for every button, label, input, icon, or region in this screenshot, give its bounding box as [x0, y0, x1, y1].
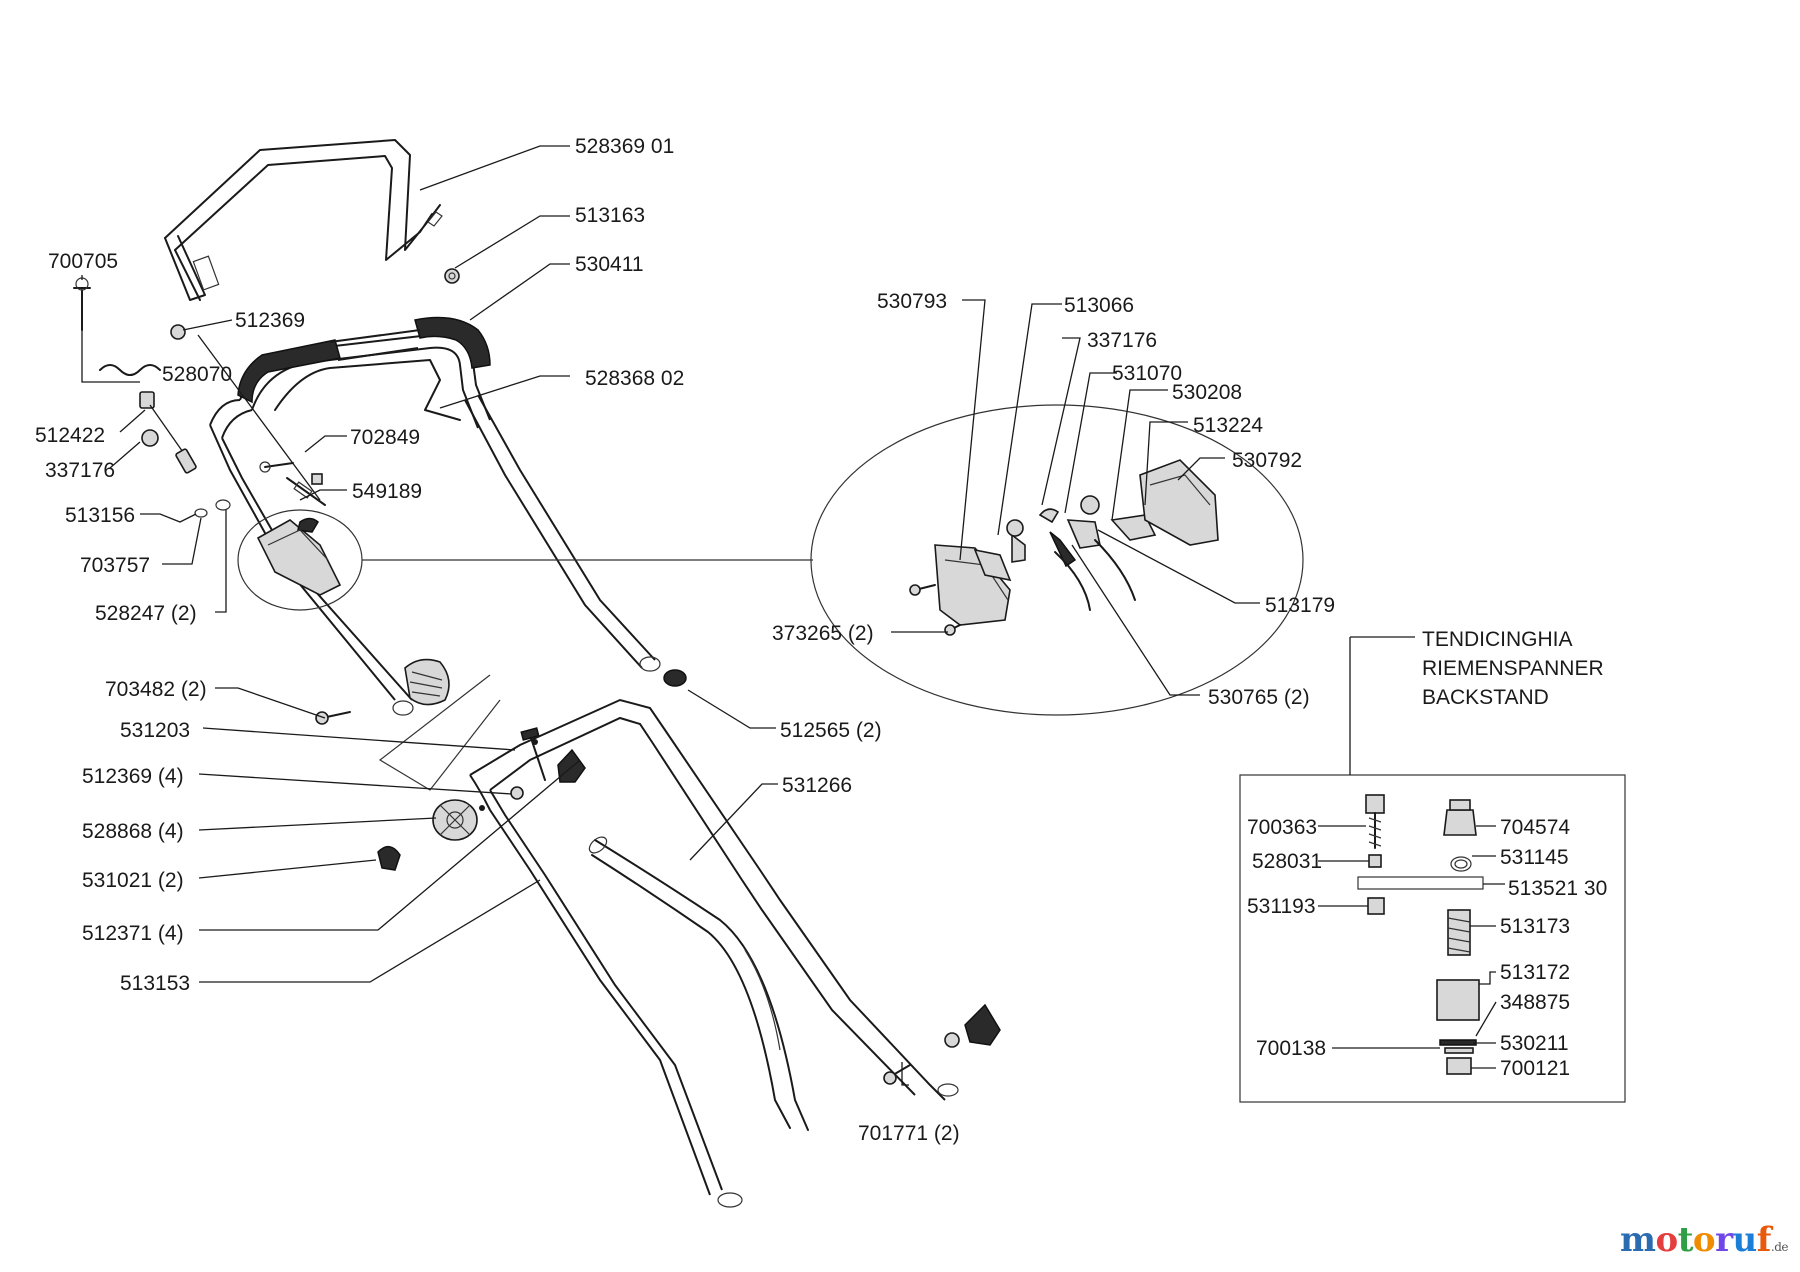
label-531203: 531203	[120, 719, 190, 742]
label-528247: 528247 (2)	[95, 602, 197, 625]
logo-letter: f	[1756, 1220, 1772, 1260]
tensioner-title-line3: BACKSTAND	[1422, 686, 1549, 709]
label-348875: 348875	[1500, 991, 1570, 1014]
label-528868: 528868 (4)	[82, 820, 184, 843]
logo-letter: r	[1715, 1220, 1733, 1260]
label-700705: 700705	[48, 250, 118, 273]
label-531145: 531145	[1500, 846, 1569, 869]
label-700121: 700121	[1500, 1057, 1570, 1080]
tensioner-box-drawing	[1239, 636, 1626, 1103]
label-700138: 700138	[1256, 1037, 1326, 1060]
leader-lines	[81, 145, 1505, 1086]
tensioner-title-line2: RIEMENSPANNER	[1422, 657, 1604, 680]
label-530411: 530411	[575, 253, 644, 276]
label-513224: 513224	[1193, 414, 1263, 437]
label-512565: 512565 (2)	[780, 719, 882, 742]
label-530792: 530792	[1232, 449, 1302, 472]
label-373265: 373265 (2)	[772, 622, 874, 645]
label-528368-02: 528368 02	[585, 367, 684, 390]
label-701771: 701771 (2)	[858, 1122, 960, 1145]
logo-letter: m	[1620, 1220, 1656, 1260]
label-530208: 530208	[1172, 381, 1242, 404]
logo-suffix: .de	[1770, 1240, 1789, 1254]
label-513163: 513163	[575, 204, 645, 227]
label-531193: 531193	[1247, 895, 1316, 918]
motoruf-logo: motoruf.de	[1620, 1220, 1788, 1260]
label-531021: 531021 (2)	[82, 869, 184, 892]
part-labels: 528369 01 513163 530411 700705 512369 52…	[35, 135, 1607, 1145]
label-513173: 513173	[1500, 915, 1570, 938]
label-531266: 531266	[782, 774, 852, 797]
logo-letter: t	[1677, 1220, 1694, 1260]
label-704574: 704574	[1500, 816, 1570, 839]
label-528369-01: 528369 01	[575, 135, 674, 158]
label-513172: 513172	[1500, 961, 1570, 984]
detail-view-drawing	[362, 404, 1304, 716]
label-513156: 513156	[65, 504, 135, 527]
tensioner-title-line1: TENDICINGHIA	[1422, 628, 1573, 651]
label-703482: 703482 (2)	[105, 678, 207, 701]
label-703757: 703757	[80, 554, 150, 577]
logo-letter: o	[1692, 1220, 1716, 1260]
label-531070: 531070	[1112, 362, 1182, 385]
handle-assembly-drawing	[73, 139, 1001, 1208]
label-512422: 512422	[35, 424, 105, 447]
label-549189: 549189	[352, 480, 422, 503]
label-337176-detail: 337176	[1087, 329, 1157, 352]
label-528031: 528031	[1252, 850, 1322, 873]
logo-letter: o	[1655, 1220, 1679, 1260]
label-530793: 530793	[877, 290, 947, 313]
label-513153: 513153	[120, 972, 190, 995]
logo-letter: u	[1732, 1220, 1758, 1260]
label-702849: 702849	[350, 426, 420, 449]
label-512369-4: 512369 (4)	[82, 765, 184, 788]
label-337176: 337176	[45, 459, 115, 482]
label-700363: 700363	[1247, 816, 1317, 839]
label-530765: 530765 (2)	[1208, 686, 1310, 709]
label-512371: 512371 (4)	[82, 922, 184, 945]
label-513179: 513179	[1265, 594, 1335, 617]
label-513521-30: 513521 30	[1508, 877, 1607, 900]
label-530211: 530211	[1500, 1032, 1569, 1055]
label-512369: 512369	[235, 309, 305, 332]
label-528070: 528070	[162, 363, 232, 386]
label-513066: 513066	[1064, 294, 1134, 317]
